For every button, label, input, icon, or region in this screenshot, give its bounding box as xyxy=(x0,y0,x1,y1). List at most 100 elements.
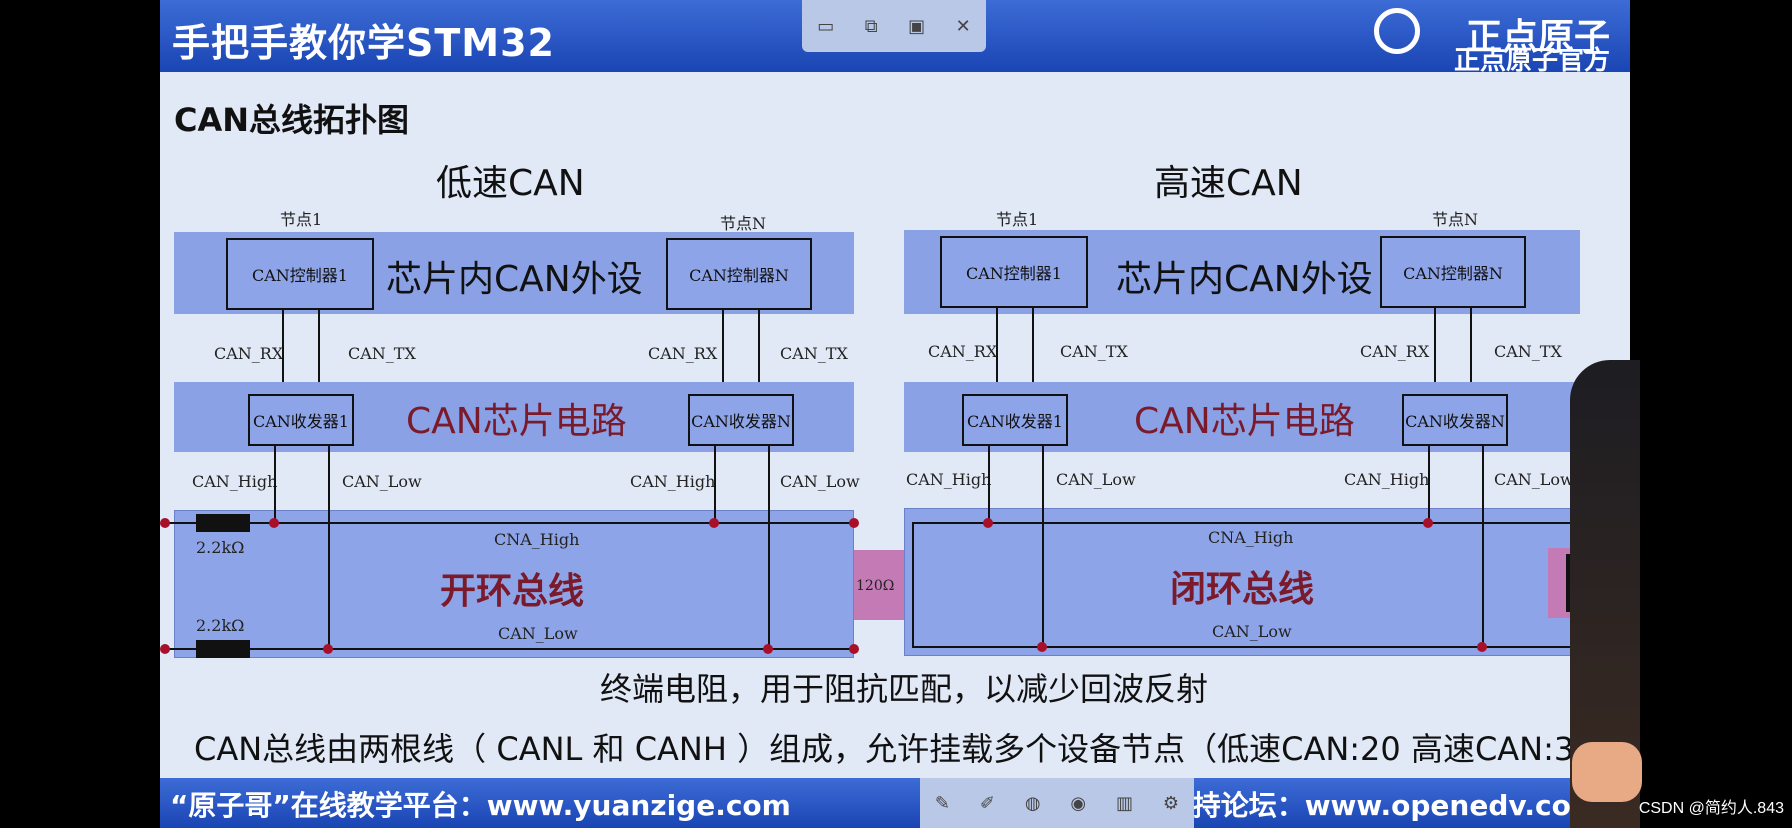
high-nodeN-label: 节点N xyxy=(1432,210,1479,229)
low-controller1: CAN控制器1 xyxy=(226,238,374,310)
low-high1: CAN_High xyxy=(192,472,278,491)
low-transceiverN: CAN收发器N xyxy=(688,394,794,446)
high-highN: CAN_High xyxy=(1344,470,1430,489)
low-txN: CAN_TX xyxy=(780,344,848,363)
high-lowN-drop xyxy=(1482,446,1484,648)
low-high-right-dot xyxy=(849,518,859,528)
low-chip-label: CAN芯片电路 xyxy=(406,401,627,442)
low-speed-title: 低速CAN xyxy=(436,163,585,204)
low-rxN: CAN_RX xyxy=(648,344,718,363)
high-rx1-wire xyxy=(996,308,998,394)
brand-logo-icon xyxy=(1374,8,1420,54)
low-high1-drop xyxy=(274,446,276,524)
high-high1: CAN_High xyxy=(906,470,992,489)
low-res-bottom-label: 2.2kΩ xyxy=(196,616,245,635)
high-can-high-line xyxy=(912,522,1578,524)
high-speed-title: 高速CAN xyxy=(1154,163,1303,204)
low-highN-junction xyxy=(709,518,719,528)
high-lowN: CAN_Low xyxy=(1494,470,1574,489)
color-icon[interactable]: ◉ xyxy=(1070,792,1087,814)
low-low-right-dot xyxy=(849,644,859,654)
low-can-high-line xyxy=(164,522,854,524)
low-cna-high-label: CNA_High xyxy=(494,530,580,549)
terminal-resistor-note: 终端电阻，用于阻抗匹配，以减少回波反射 xyxy=(600,670,1209,708)
highlighter-icon[interactable]: ✐ xyxy=(979,792,995,814)
low-low1-drop xyxy=(328,446,330,650)
high-lowN-junction xyxy=(1477,642,1487,652)
high-highN-drop xyxy=(1428,446,1430,524)
high-node1-label: 节点1 xyxy=(996,210,1039,229)
presenter-hand xyxy=(1572,742,1642,802)
low-high-end-dot xyxy=(160,518,170,528)
high-low1-drop xyxy=(1042,446,1044,648)
low-can-low-line xyxy=(164,648,854,650)
low-tx1-wire xyxy=(318,310,320,394)
course-title: 手把手教你学STM32 xyxy=(172,21,555,65)
high-bus-area xyxy=(904,508,1580,656)
brand-subtitle: 正点原子官方 xyxy=(1453,46,1610,76)
terminal-pad xyxy=(854,550,912,620)
save-icon[interactable]: ▣ xyxy=(908,15,926,37)
low-bus-area xyxy=(174,510,854,658)
footer-left-text: “原子哥”在线教学平台：www.yuanzige.com xyxy=(170,789,791,822)
high-txN: CAN_TX xyxy=(1494,342,1562,361)
low-bus-title: 开环总线 xyxy=(440,571,585,612)
brand-name: 正点原子 xyxy=(1465,17,1610,58)
high-can-low-line xyxy=(912,646,1578,648)
pen-icon[interactable]: ✎ xyxy=(934,792,951,814)
high-highN-junction xyxy=(1423,518,1433,528)
drawing-toolbar: ✎ ✐ ◍ ◉ ▥ ⚙ xyxy=(920,778,1194,828)
low-node1-label: 节点1 xyxy=(280,210,323,229)
high-high1-junction xyxy=(983,518,993,528)
copy-icon[interactable]: ⧉ xyxy=(864,15,878,37)
high-rxN-wire xyxy=(1434,308,1436,394)
high-controller1: CAN控制器1 xyxy=(940,236,1088,308)
high-transceiverN: CAN收发器N xyxy=(1402,394,1508,446)
low-lowN-drop xyxy=(768,446,770,650)
low-lowN: CAN_Low xyxy=(780,472,860,491)
high-controllerN: CAN控制器N xyxy=(1380,236,1526,308)
low-resistor-bottom xyxy=(196,640,250,658)
delete-icon[interactable]: ▥ xyxy=(1115,792,1133,814)
close-icon[interactable]: ✕ xyxy=(955,15,971,37)
low-tx1: CAN_TX xyxy=(348,344,416,363)
low-nodeN-label: 节点N xyxy=(720,214,767,233)
low-resistor-top xyxy=(196,514,250,532)
low-low1-junction xyxy=(323,644,333,654)
high-chip-label: CAN芯片电路 xyxy=(1134,401,1355,442)
high-peripheral-label: 芯片内CAN外设 xyxy=(1116,259,1373,300)
viewer-toolbar: ▭ ⧉ ▣ ✕ xyxy=(802,0,986,52)
high-rxN: CAN_RX xyxy=(1360,342,1430,361)
low-res-120-label: 120Ω xyxy=(856,578,895,594)
low-controllerN: CAN控制器N xyxy=(666,238,812,310)
summary-text: CAN总线由两根线（ CANL 和 CANH ）组成，允许挂载多个设备节点（低速… xyxy=(194,730,1630,768)
high-can-low-label: CAN_Low xyxy=(1212,622,1292,641)
low-rx1-wire xyxy=(282,310,284,394)
low-transceiver1: CAN收发器1 xyxy=(248,394,354,446)
high-low1: CAN_Low xyxy=(1056,470,1136,489)
high-cna-high-label: CNA_High xyxy=(1208,528,1294,547)
high-left-loop xyxy=(912,522,914,648)
low-peripheral-label: 芯片内CAN外设 xyxy=(386,259,643,300)
section-title: CAN总线拓扑图 xyxy=(174,101,410,139)
low-high1-junction xyxy=(269,518,279,528)
high-txN-wire xyxy=(1470,308,1472,394)
settings-icon[interactable]: ⚙ xyxy=(1162,792,1179,814)
high-tx1-wire xyxy=(1032,308,1034,394)
window-icon[interactable]: ▭ xyxy=(817,15,835,37)
low-lowN-junction xyxy=(763,644,773,654)
slide-footer: “原子哥”在线教学平台：www.yuanzige.com 技术支持论坛：www.… xyxy=(160,778,1630,828)
high-low1-junction xyxy=(1037,642,1047,652)
high-bus-title: 闭环总线 xyxy=(1170,569,1315,610)
low-highN-drop xyxy=(714,446,716,524)
low-can-low-label: CAN_Low xyxy=(498,624,578,643)
low-res-top-label: 2.2kΩ xyxy=(196,538,245,557)
low-highN: CAN_High xyxy=(630,472,716,491)
high-rx1: CAN_RX xyxy=(928,342,998,361)
low-low-end-dot xyxy=(160,644,170,654)
slide: 手把手教你学STM32 正点原子 正点原子官方 ▭ ⧉ ▣ ✕ CAN总线拓扑图… xyxy=(160,0,1630,828)
eraser-icon[interactable]: ◍ xyxy=(1024,792,1041,814)
high-tx1: CAN_TX xyxy=(1060,342,1128,361)
low-rx1: CAN_RX xyxy=(214,344,284,363)
high-transceiver1: CAN收发器1 xyxy=(962,394,1068,446)
